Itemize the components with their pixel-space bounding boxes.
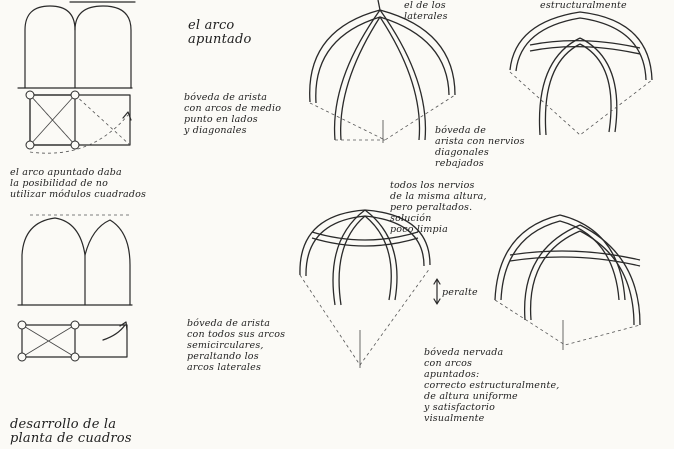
note-arco-apuntado: el arco apuntado [188, 19, 252, 47]
note-boveda-medio-punto: bóveda de arista con arcos de medio punt… [184, 92, 281, 136]
note-nervios-rebajados: bóveda de arista con nervios diagonales … [435, 125, 525, 169]
note-desarrollo: desarrollo de la planta de cuadros [10, 418, 132, 446]
vault-ribbed-pointed [495, 215, 640, 350]
note-nervios-misma-altura: todos los nervios de la misma altura, pe… [390, 180, 487, 235]
square-plan-grid [26, 91, 131, 153]
rectangular-plan [18, 321, 127, 361]
twin-round-arches-elevation [18, 2, 135, 88]
vault-lowered-diagonals [510, 12, 652, 135]
pointed-arches-elevation [18, 218, 132, 305]
note-arcos-semicirculares: bóveda de arista con todos sus arcos sem… [187, 318, 285, 373]
note-boveda-nervada: bóveda nervada con arcos apuntados: corr… [424, 347, 560, 424]
note-peralte: peralte [442, 287, 478, 298]
note-laterales: el de los laterales [404, 0, 448, 22]
note-estructuralmente: estructuralmente [540, 0, 627, 11]
note-modulos-cuadrados: el arco apuntado daba la posibilidad de … [10, 167, 146, 200]
